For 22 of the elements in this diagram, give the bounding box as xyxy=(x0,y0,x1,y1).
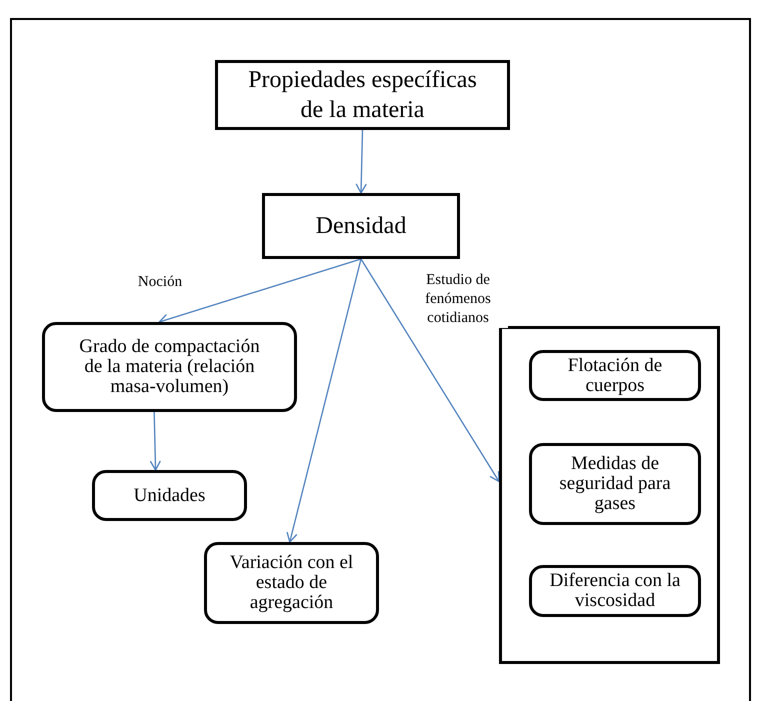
box-text: Propiedades específicas de la materia xyxy=(247,66,478,125)
box-text: Diferencia con la viscosidad xyxy=(548,571,682,611)
rounded-box xyxy=(529,443,701,525)
arrow xyxy=(360,258,500,482)
rounded-box xyxy=(92,470,247,521)
box-text: Flotación de cuerpos xyxy=(566,356,664,396)
rounded-box xyxy=(204,542,379,624)
box-text: Medidas de seguridad para gases xyxy=(558,454,672,514)
arrow xyxy=(150,412,161,471)
rounded-box xyxy=(529,565,701,617)
box-text: Variación con el estado de agregación xyxy=(228,553,354,613)
arrow xyxy=(286,258,362,543)
process-box xyxy=(215,60,510,130)
rounded-box xyxy=(529,350,701,401)
group-box xyxy=(499,326,720,664)
box-text: Densidad xyxy=(316,212,406,241)
arrow xyxy=(356,130,367,194)
rounded-box xyxy=(42,322,297,412)
arrow xyxy=(158,258,362,325)
box-text: Grado de compactación de la materia (relación masa-volumen) xyxy=(78,337,261,397)
process-box xyxy=(262,193,460,259)
box-text: Unidades xyxy=(134,486,206,506)
